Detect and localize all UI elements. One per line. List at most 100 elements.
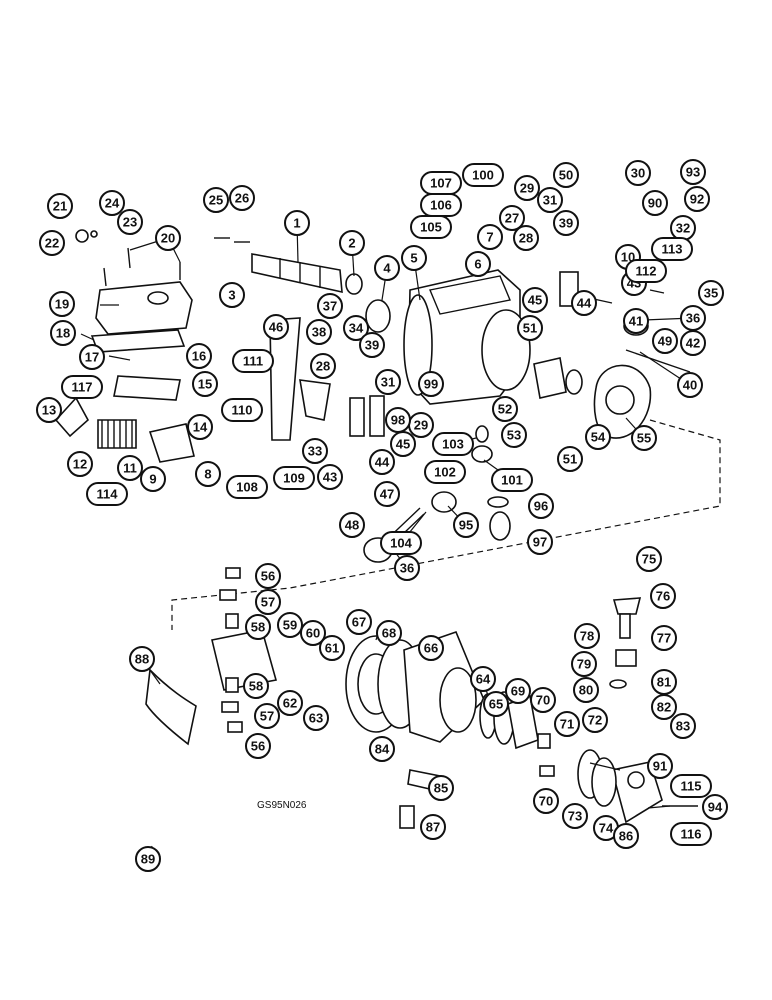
callout-label: 45: [396, 437, 410, 452]
callout-36b: 36: [394, 555, 420, 581]
callout-37: 37: [317, 293, 343, 319]
callout-73: 73: [562, 803, 588, 829]
callout-label: 98: [391, 413, 405, 428]
callout-label: 100: [472, 168, 494, 183]
callout-label: 44: [577, 296, 592, 311]
callout-label: 63: [309, 711, 323, 726]
callout-label: 20: [161, 231, 175, 246]
callout-14: 14: [187, 414, 213, 440]
callout-56: 56: [255, 563, 281, 589]
callout-label: 68: [382, 626, 396, 641]
drive-shaft: [251, 253, 343, 294]
callout-54: 54: [585, 424, 611, 450]
callout-94: 94: [702, 794, 728, 820]
callout-label: 108: [236, 480, 258, 495]
part-drawings: [54, 229, 721, 829]
callout-label: 23: [123, 215, 137, 230]
callout-label: 13: [42, 403, 56, 418]
callout-label: 88: [135, 652, 149, 667]
callout-label: 96: [534, 499, 548, 514]
callout-label: 107: [430, 176, 452, 191]
callout-label: 38: [312, 325, 326, 340]
callout-label: 39: [559, 216, 573, 231]
callout-9: 9: [140, 466, 166, 492]
callout-28: 28: [513, 225, 539, 251]
callout-label: 53: [507, 428, 521, 443]
callout-label: 74: [599, 821, 614, 836]
callout-label: 51: [523, 321, 537, 336]
callout-96: 96: [528, 493, 554, 519]
callout-label: 42: [686, 336, 700, 351]
callout-42: 42: [680, 330, 706, 356]
callout-label: 15: [198, 377, 212, 392]
callout-100: 100: [462, 163, 504, 187]
callout-55: 55: [631, 425, 657, 451]
callout-44b: 44: [369, 449, 395, 475]
callout-label: 54: [591, 430, 606, 445]
callout-label: 46: [269, 320, 283, 335]
callout-112: 112: [625, 259, 667, 283]
callout-label: 82: [657, 700, 671, 715]
callout-114: 114: [86, 482, 128, 506]
callout-label: 90: [648, 196, 662, 211]
callout-79: 79: [571, 651, 597, 677]
callout-26: 26: [229, 185, 255, 211]
callout-20: 20: [155, 225, 181, 251]
callout-label: 115: [681, 779, 702, 794]
callout-105: 105: [410, 215, 452, 239]
callout-label: 35: [704, 286, 718, 301]
callout-label: 7: [486, 230, 493, 245]
callout-label: 113: [662, 242, 683, 257]
callout-label: 58: [251, 620, 265, 635]
callout-95: 95: [453, 512, 479, 538]
callout-label: 56: [251, 739, 265, 754]
callout-label: 69: [511, 684, 525, 699]
callout-72: 72: [582, 707, 608, 733]
callout-label: 93: [686, 165, 700, 180]
callout-label: 97: [533, 535, 547, 550]
callout-label: 114: [97, 487, 119, 502]
callout-label: 67: [352, 615, 366, 630]
callout-4: 4: [374, 255, 400, 281]
callout-38: 38: [306, 319, 332, 345]
callout-label: 52: [498, 402, 512, 417]
callout-label: 41: [629, 314, 643, 329]
assembly-continuation-line: [171, 419, 721, 630]
callout-label: 71: [560, 717, 574, 732]
callout-label: 37: [323, 299, 337, 314]
callout-117: 117: [61, 375, 103, 399]
callout-22: 22: [39, 230, 65, 256]
callout-93: 93: [680, 159, 706, 185]
callout-label: 72: [588, 713, 602, 728]
callout-3: 3: [219, 282, 245, 308]
callout-57: 57: [255, 589, 281, 615]
callout-31: 31: [537, 187, 563, 213]
callout-84: 84: [369, 736, 395, 762]
callout-label: 29: [414, 418, 428, 433]
callout-36: 36: [680, 305, 706, 331]
callout-label: 91: [653, 759, 667, 774]
callout-label: 36: [686, 311, 700, 326]
callout-50: 50: [553, 162, 579, 188]
callout-48: 48: [339, 512, 365, 538]
callout-label: 8: [204, 467, 211, 482]
callout-label: 87: [426, 820, 440, 835]
callout-70b: 70: [533, 788, 559, 814]
callout-33: 33: [302, 438, 328, 464]
callout-label: 48: [345, 518, 359, 533]
callout-25: 25: [203, 187, 229, 213]
callout-label: 12: [73, 457, 87, 472]
callout-65: 65: [483, 691, 509, 717]
callout-label: 66: [424, 641, 438, 656]
callout-34: 34: [343, 315, 369, 341]
callout-115: 115: [670, 774, 712, 798]
callout-label: 24: [105, 196, 120, 211]
cover-gasket: [90, 329, 186, 353]
callout-label: 28: [316, 359, 330, 374]
callout-24: 24: [99, 190, 125, 216]
callout-12: 12: [67, 451, 93, 477]
callout-label: 103: [442, 437, 464, 452]
callout-64: 64: [470, 666, 496, 692]
callout-label: 43: [323, 470, 337, 485]
callout-label: 57: [261, 595, 275, 610]
